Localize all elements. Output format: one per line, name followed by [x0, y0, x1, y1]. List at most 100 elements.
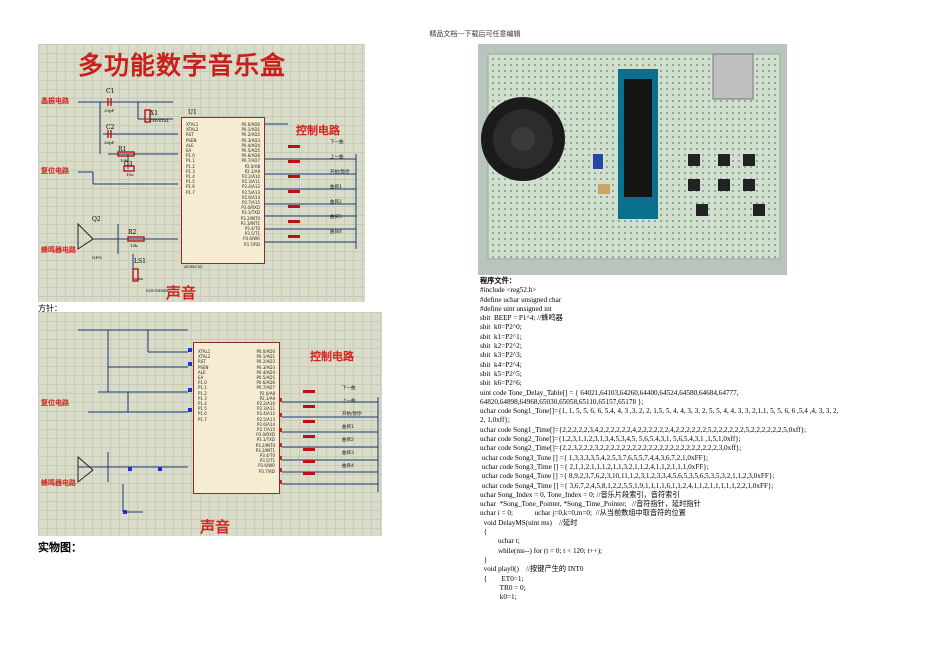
code-line: void play0() //按键产生的 INT0: [480, 565, 584, 574]
program-listing: 程序文件： #include <reg52.h>#define uchar un…: [480, 277, 920, 602]
switch-label: 曲目2: [342, 438, 354, 443]
code-line: }: [480, 555, 488, 564]
code-line: uchar code Song4_Tone [] ={ 8,9,2,3,7,6,…: [480, 472, 775, 481]
chip-pin: P1.1: [186, 158, 195, 164]
code-line: { ET0=1;: [480, 574, 524, 583]
part-ls1: LS1: [134, 258, 146, 265]
code-line: #define uchar unsigned char: [480, 295, 562, 304]
chip-pin: P3.2/INT0: [255, 442, 275, 448]
chip-pin: P3.7/RD: [244, 241, 260, 247]
code-line: uchar code Song3_Tone [] ={ 1,3,3,3,3,5,…: [480, 453, 709, 462]
chip-pin: P3.6/WR: [258, 463, 275, 469]
chip-pin: P1.1: [198, 385, 207, 391]
code-line: 2, 1,0xff};: [480, 416, 510, 425]
chip-pin: P1.2: [198, 390, 207, 396]
part-u1: U1: [188, 109, 197, 116]
chip-pin: XTAL2: [198, 354, 211, 360]
code-line: sbit k5=P2^5;: [480, 369, 522, 378]
code-line: sbit k4=P2^4;: [480, 360, 522, 369]
part-ls1-type: SOUNDER: [146, 288, 169, 293]
chip-pin: P0.0/AD0: [241, 122, 260, 127]
part-x1-value: CRYSTAL: [150, 118, 170, 123]
code-line: uchar Song_Index = 0, Tone_Index = 0; //…: [480, 490, 680, 499]
chip-pin: XTAL2: [186, 127, 199, 133]
chip-pin: P1.6: [186, 184, 195, 190]
chip-pin: P2.7/A15: [257, 427, 275, 433]
chip-pin: P1.4: [198, 401, 207, 407]
chip-pin: P1.3: [198, 395, 207, 401]
switch-label: 上一曲: [330, 155, 344, 160]
switch-label: 开始/暂停: [330, 170, 350, 175]
schematic-figure-1: 多功能数字音乐盒 晶振电路 复位电路 蜂鸣器电路 控制电路 声音: [38, 44, 365, 302]
chip-pin: P3.6/WR: [243, 236, 260, 242]
chip-pin: P0.2/AD2: [256, 359, 275, 365]
chip-pin: P1.3: [186, 168, 195, 174]
chip-pin: P2.0/A8: [259, 390, 275, 396]
chip-pin: PSEN: [186, 137, 197, 143]
hardware-photo-drawing: [478, 44, 787, 275]
chip-pin: P3.2/INT0: [240, 215, 260, 221]
part-c1: C1: [106, 88, 115, 95]
part-r1: R1: [118, 146, 127, 153]
switch-label: 曲目1: [330, 185, 342, 190]
chip-pin: P1.0: [198, 380, 207, 386]
hardware-photo: [478, 44, 787, 275]
code-line: {: [480, 528, 488, 537]
switch-label: 下一曲: [330, 140, 344, 145]
chip-pin: EA: [186, 148, 192, 154]
chip-pin: P1.7: [186, 189, 195, 195]
chip-pin: P0.4/AD4: [256, 369, 275, 375]
chip-pin: P3.3/INT1: [255, 447, 275, 453]
chip-pin: P2.2/A10: [242, 174, 260, 180]
part-x1: X1: [150, 110, 159, 117]
switch-label: 曲目4: [342, 464, 354, 469]
chip-pin: P0.1/AD1: [241, 127, 260, 133]
chip-pin: P0.6/AD6: [241, 153, 260, 159]
chip-pin: P0.4/AD4: [241, 142, 260, 148]
code-line: uint code Tone_Delay_Table[] = { 64021,6…: [480, 388, 739, 397]
switch-label: 曲目4: [330, 230, 342, 235]
chip-pin: P3.7/RD: [259, 468, 275, 474]
chip-pin: P1.5: [186, 179, 195, 185]
chip-pin: P3.0/RXD: [256, 432, 275, 438]
schematic-wiring-2: [77, 329, 379, 514]
code-line: void DelayMS(uint ms) //延时: [480, 518, 578, 527]
code-line: k0=1;: [480, 593, 517, 602]
chip-pin: P0.3/AD3: [256, 364, 275, 370]
chip-pin: XTAL1: [186, 122, 199, 127]
chip-pin: P0.1/AD1: [256, 354, 275, 360]
chip-pin: P3.3/INT1: [240, 220, 260, 226]
code-line: TR0 = 0;: [480, 583, 526, 592]
part-c3-value: 10u: [126, 172, 134, 177]
chip-pin: P2.0/A8: [244, 163, 260, 169]
chip-pin: P2.1/A9: [244, 168, 260, 174]
part-q2: Q2: [92, 216, 101, 223]
code-line: sbit k3=P2^3;: [480, 351, 522, 360]
code-line: uchar code Song2_Tone[]={1,2,3,1,1,2,3,1…: [480, 435, 741, 444]
schematic-title: 多功能数字音乐盒: [78, 51, 287, 80]
part-r2-value: 10k: [130, 243, 138, 248]
chip-pin: P0.2/AD2: [241, 132, 260, 138]
part-r1-value: 10k: [120, 158, 128, 163]
chip-pin: P1.5: [198, 406, 207, 412]
part-c3: C3: [124, 161, 133, 168]
switch-label: 上一曲: [342, 399, 356, 404]
switch-label: 下一曲: [342, 386, 356, 391]
chip-pin: P1.7: [198, 416, 207, 422]
chip-pin: P1.0: [186, 153, 195, 159]
code-line: uchar *Song_Tone_Pointer, *Song_Time_Poi…: [480, 500, 701, 509]
chip-pin: P2.6/A14: [242, 194, 260, 200]
part-q2-type: NPN: [92, 255, 102, 260]
code-line: uchar i = 0; uchar j=0,k=0,m=0; //从当前数组中…: [480, 509, 686, 518]
label-buzzer-circuit: 蜂鸣器电路: [41, 246, 76, 254]
chip-pin: P1.6: [198, 411, 207, 417]
part-c1-value: 30pF: [104, 108, 115, 113]
chip-pin: P3.5/T1: [259, 458, 275, 464]
code-line: uchar code Song4_Time [] ={ 3,6,7,2,4,5,…: [480, 481, 774, 490]
chip-pin: P3.4/T0: [244, 226, 260, 232]
schematic-figure-2: 复位电路 蜂鸣器电路 控制电路 声音: [38, 312, 382, 536]
